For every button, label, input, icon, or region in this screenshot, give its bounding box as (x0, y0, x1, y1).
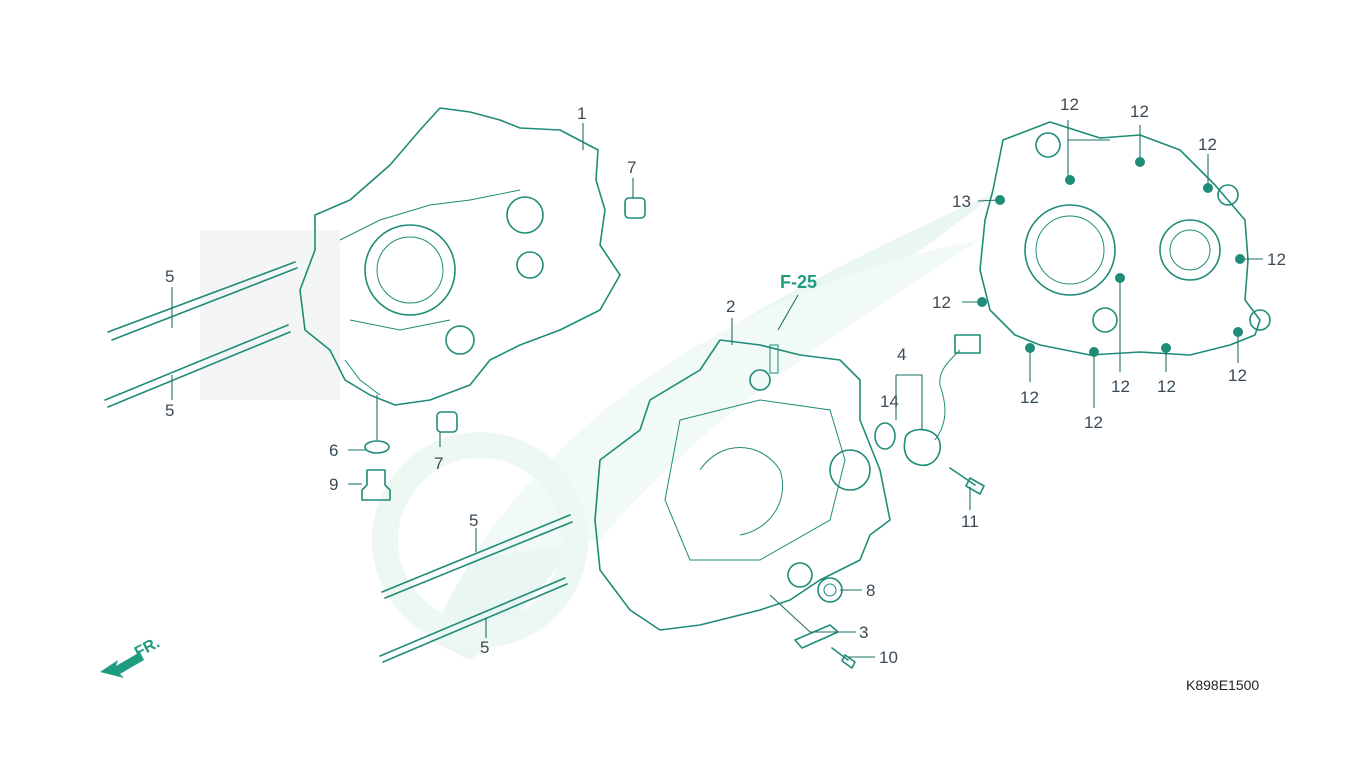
callout-5-upper-left: 5 (165, 267, 174, 286)
crankcase-gasket-part-13 (979, 121, 1271, 356)
o-ring-part-14 (874, 422, 896, 450)
callout-5-lower-center: 5 (480, 638, 489, 657)
callout-11: 11 (961, 512, 979, 531)
oil-pass-plate-part-3 (794, 624, 839, 649)
callout-12-top-a: 12 (1060, 95, 1079, 114)
callout-6: 6 (329, 441, 338, 460)
drain-bolt-part-9 (361, 469, 391, 501)
left-crankcase-part-1 (200, 107, 621, 406)
figure-reference[interactable]: F-25 (780, 272, 817, 292)
washer-part-6 (364, 440, 390, 454)
callout-12-bottom-b: 12 (1084, 413, 1103, 432)
stud-bolt-part-5 (104, 261, 573, 663)
callout-12-top-b: 12 (1130, 102, 1149, 121)
sensor-assembly-part-4 (903, 334, 981, 466)
callout-12-bottom-c: 12 (1111, 377, 1130, 396)
callout-8: 8 (866, 581, 875, 600)
callout-5-upper-center: 5 (469, 511, 478, 530)
callout-14: 14 (880, 392, 899, 411)
callout-13: 13 (952, 192, 971, 211)
oil-seal-part-8 (817, 577, 843, 603)
callout-12-bottom-e: 12 (1228, 366, 1247, 385)
callout-12-bottom-a: 12 (1020, 388, 1039, 407)
callout-9: 9 (329, 475, 338, 494)
callout-7-lower: 7 (434, 454, 443, 473)
bolt-part-11 (949, 467, 985, 495)
callout-dots (977, 157, 1245, 357)
callout-10: 10 (879, 648, 898, 667)
front-arrow-icon (100, 652, 144, 678)
front-direction-indicator: FR. (100, 634, 163, 678)
bolt-part-10 (831, 647, 856, 669)
callout-7-upper: 7 (627, 158, 636, 177)
drawing-code: K898E1500 (1186, 677, 1259, 693)
callout-2: 2 (726, 297, 735, 316)
callout-12-top-c: 12 (1198, 135, 1217, 154)
callout-4: 4 (897, 345, 906, 364)
dowel-pin-part-7 (436, 197, 646, 433)
callout-12-bottom-d: 12 (1157, 377, 1176, 396)
right-crankcase-part-2 (594, 339, 891, 631)
callout-3: 3 (859, 623, 868, 642)
callout-12-left: 12 (932, 293, 951, 312)
callout-1: 1 (577, 104, 586, 123)
callout-12-right: 12 (1267, 250, 1286, 269)
callout-5-lower-left: 5 (165, 401, 174, 420)
watermark-wing-logo (372, 190, 1000, 660)
